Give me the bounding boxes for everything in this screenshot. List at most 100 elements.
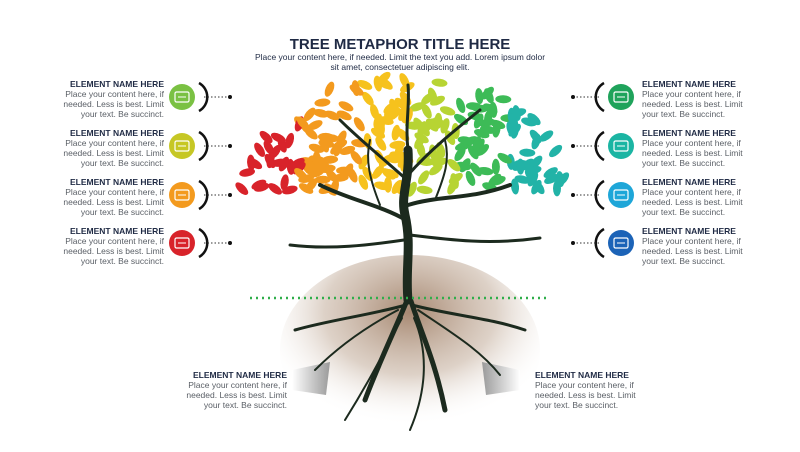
leaf	[391, 179, 403, 194]
element-description: Place your content here, if needed. Less…	[642, 236, 743, 266]
element-description: Place your content here, if needed. Less…	[63, 138, 164, 168]
leaf	[510, 178, 520, 195]
leaf	[497, 152, 512, 164]
leaf	[414, 134, 426, 150]
leaf	[549, 144, 563, 158]
leaf	[508, 123, 521, 137]
element-description: Place your content here, if needed. Less…	[63, 236, 164, 266]
leaf	[533, 180, 545, 195]
leaf	[491, 158, 500, 175]
leaf	[317, 156, 330, 171]
element-description: Place your content here, if needed. Less…	[642, 138, 743, 168]
leaf	[383, 176, 393, 193]
leaf	[405, 121, 421, 130]
leaf	[531, 134, 541, 150]
leaf	[247, 154, 256, 171]
gears-icon	[571, 179, 634, 211]
leaf	[465, 102, 482, 111]
leaf	[430, 95, 445, 106]
leaf	[307, 120, 323, 131]
leaf	[409, 102, 425, 112]
leaf	[362, 91, 374, 106]
leaf	[372, 165, 384, 179]
element-name: ELEMENT NAME HERE	[193, 370, 287, 380]
leaf	[394, 97, 408, 111]
root-element-left: ELEMENT NAME HERE Place your content her…	[175, 370, 287, 410]
element-name: ELEMENT NAME HERE	[70, 226, 164, 236]
code-window-icon	[169, 81, 232, 113]
leaf	[353, 117, 365, 132]
element-name: ELEMENT NAME HERE	[70, 79, 164, 89]
leaf	[235, 182, 249, 195]
right-root-tab	[482, 362, 520, 395]
leaf	[475, 144, 490, 156]
leaf	[544, 174, 560, 184]
leaf	[259, 130, 273, 144]
leaf	[454, 147, 466, 162]
element-description: Place your content here, if needed. Less…	[63, 187, 164, 217]
leaf	[357, 79, 373, 90]
leaf	[350, 150, 363, 165]
laptop-code-icon	[169, 227, 232, 259]
leaf	[389, 98, 400, 114]
leaf	[457, 136, 474, 145]
leaf	[303, 165, 319, 177]
leaf	[433, 148, 445, 163]
leaf	[358, 154, 369, 170]
leaf	[375, 136, 387, 151]
leaf	[358, 174, 369, 190]
left-element-2: ELEMENT NAME HERE Place your content her…	[52, 128, 164, 168]
leaf	[373, 113, 383, 130]
leaf	[508, 112, 519, 129]
leaf	[530, 155, 543, 169]
leaf	[514, 159, 530, 168]
leaf	[282, 185, 298, 195]
leaf	[428, 163, 443, 176]
leaf	[379, 77, 393, 90]
leaf	[492, 121, 501, 138]
leaf	[479, 125, 496, 134]
leaf	[332, 139, 348, 150]
leaf	[280, 174, 289, 191]
leaf	[370, 127, 386, 139]
leaf	[439, 106, 456, 116]
magnifier-icon	[571, 227, 634, 259]
right-element-2: ELEMENT NAME HERE Place your content her…	[642, 128, 754, 168]
leaf	[440, 118, 450, 134]
leaf	[304, 127, 318, 140]
element-name: ELEMENT NAME HERE	[642, 226, 736, 236]
page-title: TREE METAPHOR TITLE HERE	[289, 36, 511, 53]
leaf	[251, 179, 267, 190]
leaf	[263, 140, 275, 155]
leaf	[539, 130, 554, 142]
element-name: ELEMENT NAME HERE	[535, 370, 629, 380]
leaf	[525, 165, 542, 175]
leaf	[418, 170, 430, 185]
right-element-4: ELEMENT NAME HERE Place your content her…	[642, 226, 754, 266]
left-root-tab	[292, 362, 330, 395]
leaf	[324, 110, 340, 121]
leaf	[475, 88, 484, 105]
element-description: Place your content here, if needed. Less…	[642, 89, 743, 119]
leaf	[325, 169, 339, 183]
leaf	[431, 78, 448, 87]
leaf	[336, 110, 352, 121]
leaf-canopy	[235, 71, 570, 197]
element-name: ELEMENT NAME HERE	[642, 177, 736, 187]
design-tools-icon	[571, 130, 634, 162]
leaf	[389, 140, 406, 149]
leaf	[514, 175, 531, 184]
leaf	[294, 168, 308, 181]
leaf	[268, 183, 282, 195]
element-name: ELEMENT NAME HERE	[642, 79, 736, 89]
leaf	[296, 116, 309, 130]
leaf	[447, 179, 458, 195]
leaf	[418, 122, 430, 137]
element-description: Place your content here, if needed. Less…	[186, 380, 287, 410]
right-element-3: ELEMENT NAME HERE Place your content her…	[642, 177, 754, 217]
leaf	[298, 183, 314, 194]
element-name: ELEMENT NAME HERE	[70, 177, 164, 187]
tree-trunk	[288, 83, 542, 305]
leaf	[465, 170, 476, 186]
element-description: Place your content here, if needed. Less…	[642, 187, 743, 217]
